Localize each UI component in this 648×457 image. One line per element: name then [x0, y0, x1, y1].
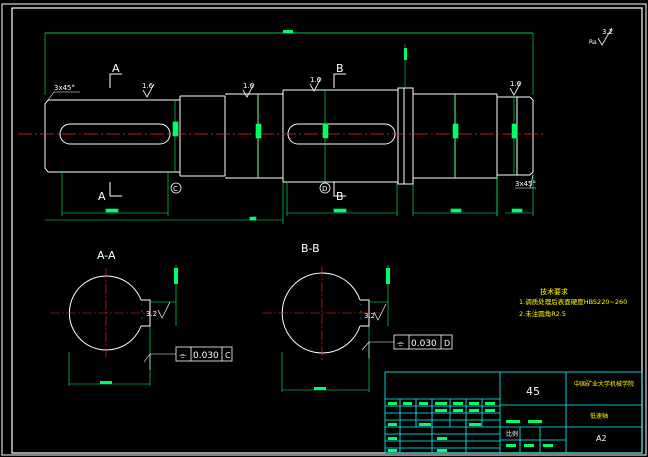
section-b-view [262, 265, 390, 392]
shaft-outline [44, 87, 534, 185]
diameter-dimensions [172, 90, 518, 182]
section-cut-markers [109, 73, 346, 197]
notes-line-1: 1.调质处理后表面硬度HBS220~260 [519, 297, 627, 306]
chamfer-right-label: 3x45° [515, 180, 536, 188]
cut-label-b-top: B [336, 62, 344, 75]
roughness-general-value: 3.2 [602, 28, 613, 36]
roughness-2-value: 1.6 [243, 82, 255, 90]
roughness-general-prefix: Ra [589, 39, 597, 46]
roughness-3-value: 1.6 [310, 76, 322, 84]
title-block [384, 371, 643, 454]
cut-label-b-bottom: B [336, 190, 344, 203]
tolerance-b-datum: D [444, 339, 450, 348]
datum-c-label: C [173, 185, 178, 193]
tolerance-a-value: 0.030 [193, 351, 219, 361]
section-a-roughness: 3.2 [146, 310, 157, 318]
sheet-border-inner [11, 7, 643, 454]
cut-label-a-top: A [112, 62, 120, 75]
tolerance-b-value: 0.030 [411, 339, 437, 349]
length-dimensions [45, 172, 534, 224]
tolerance-frame-b: ⌯ 0.030 D [361, 334, 453, 358]
tolerance-a-symbol: ⌯ [179, 351, 187, 361]
title-block-scale-label: 比例 [506, 430, 518, 438]
section-a-view [50, 265, 178, 386]
section-a-title: A-A [97, 249, 116, 262]
title-block-sheet-size: A2 [596, 434, 607, 443]
section-b-roughness: 3.2 [364, 312, 375, 320]
roughness-1-value: 1.6 [142, 82, 154, 90]
datum-c-marker [170, 182, 182, 194]
datum-d-label: D [322, 185, 327, 193]
tolerance-frame-a: ⌯ 0.030 C [143, 346, 233, 370]
title-block-placeholder-text [388, 402, 553, 452]
notes-line-2: 2.未注圆角R2.5 [519, 309, 566, 318]
cut-label-a-bottom: A [98, 190, 106, 203]
roughness-4-value: 1.6 [510, 80, 522, 88]
roughness-symbols [142, 27, 613, 98]
title-block-part-name: 低速轴 [590, 412, 608, 420]
datum-d-marker [319, 182, 331, 194]
sheet-border-outer [1, 3, 647, 456]
tolerance-a-datum: C [225, 351, 231, 360]
notes-title: 技术要求 [540, 287, 568, 296]
title-block-material: 45 [526, 385, 540, 398]
tolerance-b-symbol: ⌯ [397, 339, 405, 349]
overall-dimension-value [283, 30, 293, 33]
chamfer-left-label: 3x45° [54, 84, 75, 92]
title-block-company: 中国矿业大学机械学院 [574, 380, 634, 388]
section-b-title: B-B [301, 242, 320, 255]
